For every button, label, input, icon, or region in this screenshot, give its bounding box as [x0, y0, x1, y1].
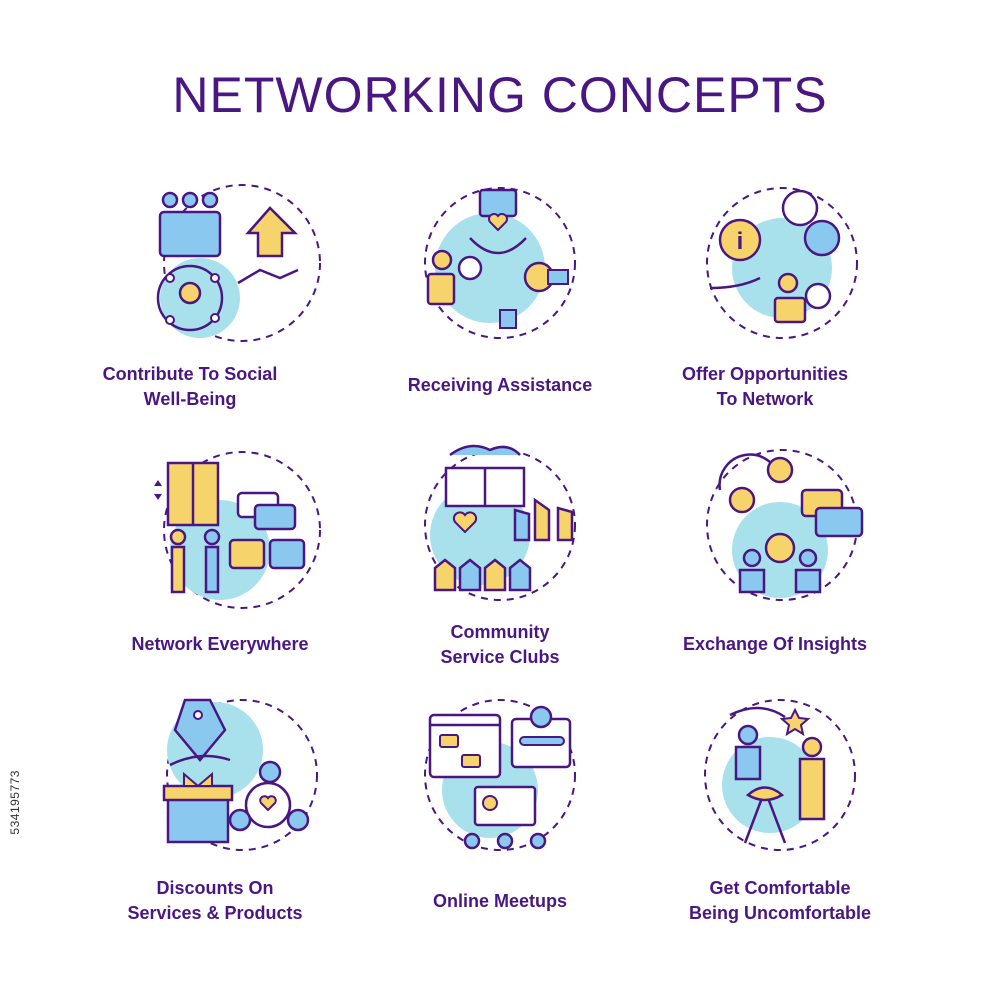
discounts-icon [130, 690, 350, 860]
concept-label: Exchange Of Insights [682, 634, 868, 654]
network-everywhere-icon [130, 445, 350, 615]
page-title: NETWORKING CONCEPTS [172, 67, 828, 123]
comfortable-icon [670, 695, 890, 865]
concept-label: Receiving Assistance [407, 375, 593, 395]
concept-label: Network Everywhere [131, 634, 309, 654]
community-service-icon [390, 440, 610, 610]
opportunities-network-icon: i [670, 178, 890, 348]
stock-id-watermark: 534195773 [8, 770, 22, 835]
svg-text:i: i [737, 228, 744, 255]
exchange-insights-icon [670, 440, 890, 610]
online-meetups-icon [390, 695, 610, 865]
concept-label: Online Meetups [432, 891, 567, 911]
receiving-assistance-icon [390, 178, 610, 348]
social-well-being-icon [130, 178, 350, 348]
